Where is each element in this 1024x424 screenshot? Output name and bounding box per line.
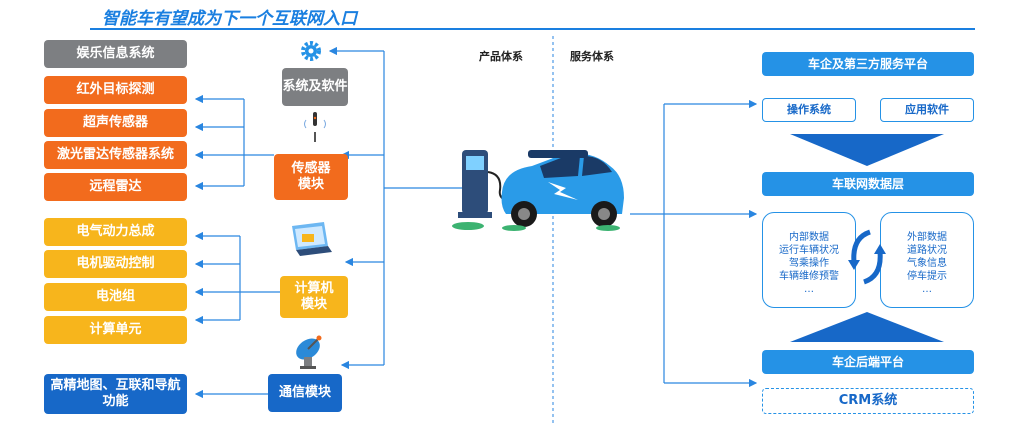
internal-data-line: 内部数据 [789,232,829,243]
external-data-line: 外部数据 [907,232,947,243]
internal-data-line: 车辆维修预警 [779,271,839,282]
sensor-item-3: 远程雷达 [44,173,187,201]
computer-module-box: 计算机模块 [280,276,348,318]
charging-station-icon [452,150,513,230]
down-triangle [790,134,944,166]
entertainment-box: 娱乐信息系统 [44,40,187,68]
os-box: 操作系统 [762,98,856,122]
power-item-2: 电池组 [44,283,187,311]
data-layer-box: 车联网数据层 [762,172,974,196]
external-data-box: 外部数据 道路状况 气象信息 停车提示 … [880,212,974,308]
apps-box: 应用软件 [880,98,974,122]
sensor-module-box: 传感器模块 [274,154,348,200]
product-system-label: 产品体系 [479,50,523,63]
computer-icon [284,222,334,262]
navigation-box: 高精地图、互联和导航功能 [44,374,187,414]
gear-icon [300,40,322,62]
service-system-label: 服务体系 [570,50,614,63]
power-item-3: 计算单元 [44,316,187,344]
internal-data-box: 内部数据 运行车辆状况 驾乘操作 车辆维修预警 … [762,212,856,308]
cycle-arrows-icon [846,226,888,288]
sensor-item-0: 红外目标探测 [44,76,187,104]
sensor-icon [300,112,330,144]
external-data-line: 停车提示 [907,271,947,282]
sensor-item-1: 超声传感器 [44,109,187,137]
internal-data-line: … [804,284,814,295]
system-software-box: 系统及软件 [282,68,348,106]
sensor-item-2: 激光雷达传感器系统 [44,141,187,169]
internal-data-line: 驾乘操作 [789,258,829,269]
up-triangle [790,312,944,342]
crm-box: CRM系统 [762,388,974,414]
power-item-0: 电气动力总成 [44,218,187,246]
power-item-1: 电机驱动控制 [44,250,187,278]
internal-data-line: 运行车辆状况 [779,245,839,256]
external-data-line: 气象信息 [907,258,947,269]
external-data-line: … [922,284,932,295]
comm-module-box: 通信模块 [268,374,342,412]
title-underline [90,28,975,30]
page-title: 智能车有望成为下一个互联网入口 [102,9,357,29]
external-data-line: 道路状况 [907,245,947,256]
service-platform-box: 车企及第三方服务平台 [762,52,974,76]
car-illustration [452,142,632,234]
satellite-dish-icon [292,333,328,371]
electric-car-icon [501,150,624,231]
backend-platform-box: 车企后端平台 [762,350,974,374]
